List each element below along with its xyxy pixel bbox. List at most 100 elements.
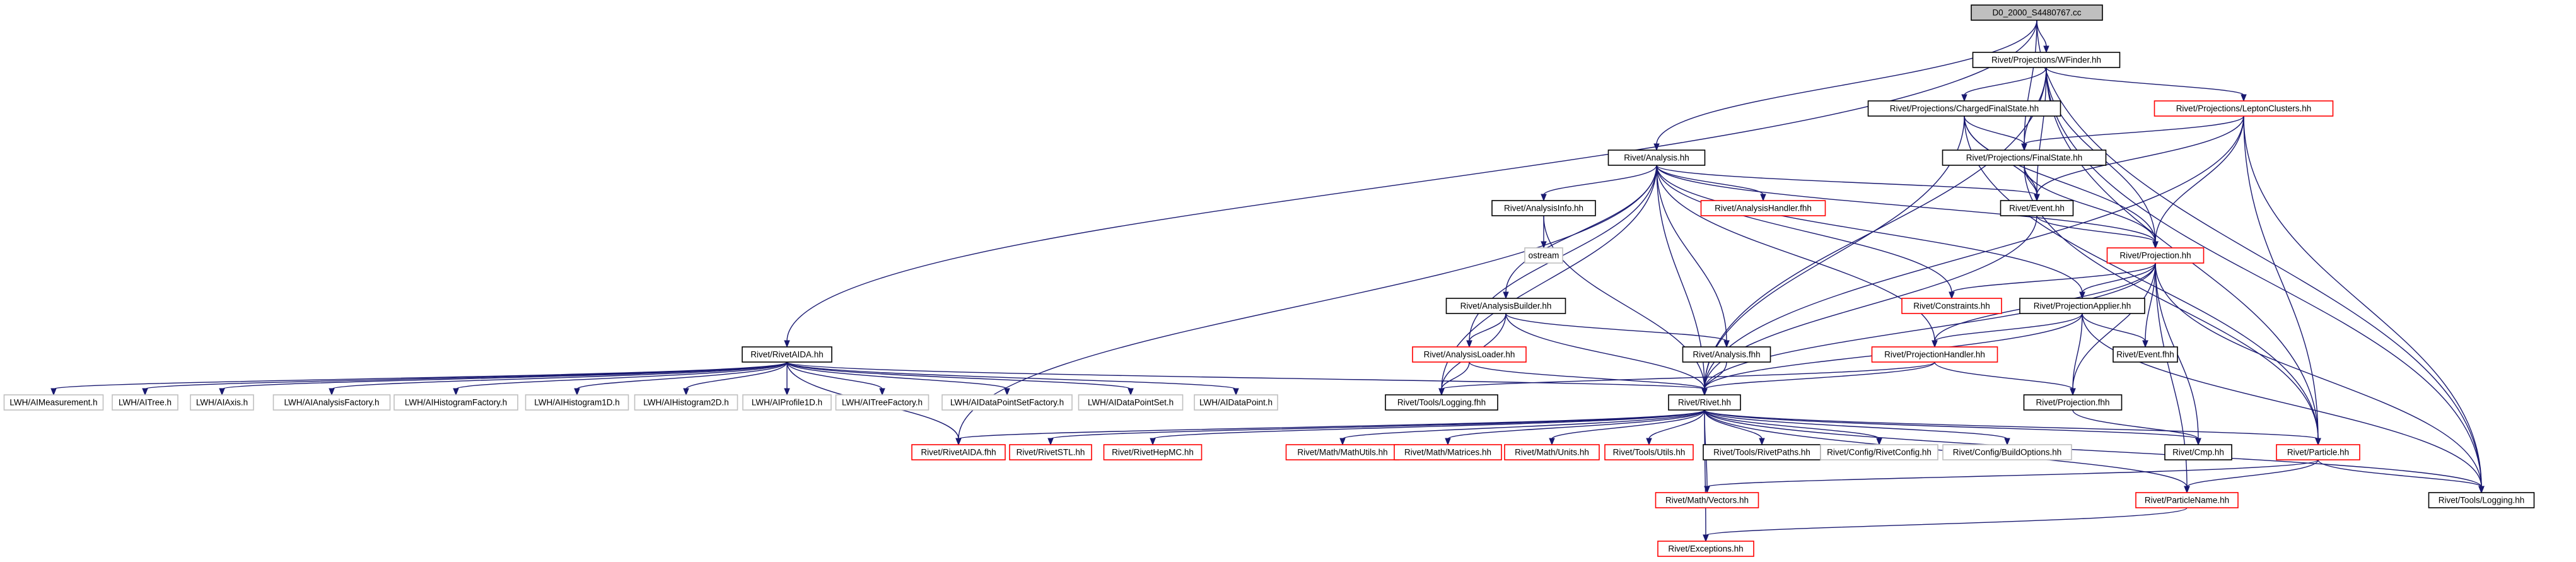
node-particlename[interactable]: Rivet/ParticleName.hh: [2135, 492, 2239, 508]
node-rivetpaths[interactable]: Rivet/Tools/RivetPaths.hh: [1703, 444, 1821, 460]
edge-arrowhead: [1150, 438, 1156, 446]
edge-rivetaida_hh-to-lwh_hf: [453, 361, 788, 396]
node-rivetaida_hh[interactable]: Rivet/RivetAIDA.hh: [742, 346, 832, 363]
node-units[interactable]: Rivet/Math/Units.hh: [1504, 444, 1600, 460]
node-event_fhh[interactable]: Rivet/Event.fhh: [2113, 346, 2178, 363]
node-exceptions[interactable]: Rivet/Exceptions.hh: [1657, 541, 1754, 557]
node-box: [2019, 298, 2145, 314]
edge-arrowhead: [1438, 388, 1445, 396]
node-analysishandler[interactable]: Rivet/AnalysisHandler.fhh: [1700, 200, 1826, 216]
node-lwh_hf[interactable]: LWH/AIHistogramFactory.h: [393, 394, 518, 411]
edge-arrowhead: [2043, 45, 2049, 54]
node-toolslogging_fhh[interactable]: Rivet/Tools/Logging.fhh: [1385, 394, 1498, 411]
edge-rivet_hh-to-matrices: [1445, 409, 1705, 446]
node-lwh_p1[interactable]: LWH/AIProfile1D.h: [742, 394, 832, 411]
node-lwh_h1[interactable]: LWH/AIHistogram1D.h: [525, 394, 629, 411]
node-rivet_hh[interactable]: Rivet/Rivet.hh: [1668, 394, 1741, 411]
node-label: Rivet/Projection.fhh: [2036, 398, 2109, 407]
edge-rivet_hh-to-particle: [1704, 409, 2321, 446]
node-cmp[interactable]: Rivet/Cmp.hh: [2164, 444, 2232, 460]
node-box: [742, 394, 832, 411]
node-rivetaida_fhh[interactable]: Rivet/RivetAIDA.fhh: [911, 444, 1006, 460]
node-mathutils[interactable]: Rivet/Math/MathUtils.hh: [1285, 444, 1400, 460]
node-label: LWH/AIDataPointSet.h: [1088, 398, 1174, 407]
node-chargedfs[interactable]: Rivet/Projections/ChargedFinalState.hh: [1867, 100, 2061, 117]
edge-root-to-rivetaida_hh: [784, 20, 2037, 348]
node-mathvectors[interactable]: Rivet/Math/Vectors.hh: [1655, 492, 1759, 508]
node-constraints[interactable]: Rivet/Constraints.hh: [1901, 298, 2002, 314]
edge-projapplier-to-event_fhh: [2082, 313, 2148, 348]
node-particle[interactable]: Rivet/Particle.hh: [2276, 444, 2360, 460]
node-analysisbuilder[interactable]: Rivet/AnalysisBuilder.hh: [1445, 298, 1566, 314]
edge-rivetaida_hh-to-lwh_dpsf: [786, 361, 1010, 396]
node-box: [1972, 52, 2121, 68]
edge-particle-to-mathvectors: [1704, 459, 2319, 494]
node-lwh_tree[interactable]: LWH/AITree.h: [112, 394, 178, 411]
edge-projection_hh-to-constraints: [1949, 262, 2156, 300]
node-box: [2164, 444, 2232, 460]
node-lwh_dps[interactable]: LWH/AIDataPointSet.h: [1078, 394, 1184, 411]
node-lwh_axis[interactable]: LWH/AIAxis.h: [190, 394, 254, 411]
node-toolsutils[interactable]: Rivet/Tools/Utils.hh: [1604, 444, 1694, 460]
node-label: Rivet/Projections/FinalState.hh: [1966, 153, 2083, 163]
edge-rivetaida_hh-to-rivet_hh: [786, 361, 1708, 396]
node-lwh_h2[interactable]: LWH/AIHistogram2D.h: [634, 394, 738, 411]
node-label: Rivet/RivetAIDA.hh: [750, 350, 824, 360]
node-box: [190, 394, 254, 411]
node-label: Rivet/Tools/Logging.hh: [2439, 496, 2525, 505]
node-label: LWH/AIMeasurement.h: [9, 398, 97, 407]
node-rivethepmc[interactable]: Rivet/RivetHepMC.hh: [1103, 444, 1203, 460]
edge-leptonclusters-to-projection_hh: [2152, 115, 2244, 249]
node-event_hh[interactable]: Rivet/Event.hh: [2000, 200, 2074, 216]
node-lwh_dpsf[interactable]: LWH/AIDataPointSetFactory.h: [941, 394, 1073, 411]
edge-rivet_hh-to-rivetconfig: [1704, 409, 1882, 446]
edge-arrowhead: [1876, 438, 1882, 446]
node-buildoptions[interactable]: Rivet/Config/BuildOptions.hh: [1942, 444, 2072, 460]
node-box: [2276, 444, 2360, 460]
node-rivetconfig[interactable]: Rivet/Config/RivetConfig.hh: [1820, 444, 1938, 460]
edge-rivetaida_hh-to-lwh_tf: [786, 361, 885, 396]
edge-arrowhead: [784, 388, 790, 396]
node-lwh_meas[interactable]: LWH/AIMeasurement.h: [3, 394, 104, 411]
node-box: [1942, 444, 2072, 460]
edge-particle-to-particlename: [2184, 459, 2319, 494]
node-box: [1901, 298, 2002, 314]
node-projection_fhh[interactable]: Rivet/Projection.fhh: [2023, 394, 2123, 411]
nodes-layer: D0_2000_S4480767.ccRivet/Projections/WFi…: [3, 4, 2535, 557]
node-box: [1700, 200, 1826, 216]
node-root[interactable]: D0_2000_S4480767.cc: [1971, 4, 2103, 21]
node-label: Rivet/Tools/RivetPaths.hh: [1713, 448, 1810, 457]
node-projection_hh[interactable]: Rivet/Projection.hh: [2106, 247, 2205, 264]
node-ostream[interactable]: ostream: [1524, 247, 1563, 264]
node-label: LWH/AITree.h: [119, 398, 172, 407]
node-leptonclusters[interactable]: Rivet/Projections/LeptonClusters.hh: [2153, 100, 2334, 117]
node-lwh_dp[interactable]: LWH/AIDataPoint.h: [1194, 394, 1278, 411]
node-label: Rivet/ParticleName.hh: [2145, 496, 2229, 505]
node-box: [1657, 541, 1754, 557]
node-lwh_af[interactable]: LWH/AIAnalysisFactory.h: [272, 394, 391, 411]
node-box: [2023, 394, 2123, 411]
edge-arrowhead: [50, 388, 57, 396]
node-analysis_hh[interactable]: Rivet/Analysis.hh: [1607, 149, 1706, 166]
edge-analysisbuilder-to-analysis_fhh: [1505, 313, 1730, 348]
edge-projapplier-to-projection_fhh: [2070, 313, 2083, 396]
edge-arrowhead: [1932, 340, 1938, 348]
node-analysisloader[interactable]: Rivet/AnalysisLoader.hh: [1412, 346, 1527, 363]
node-analysis_fhh[interactable]: Rivet/Analysis.fhh: [1682, 346, 1771, 363]
node-finalstate[interactable]: Rivet/Projections/FinalState.hh: [1942, 149, 2107, 166]
node-analysisinfo[interactable]: Rivet/AnalysisInfo.hh: [1491, 200, 1596, 216]
node-lwh_tf[interactable]: LWH/AITreeFactory.h: [835, 394, 930, 411]
node-box: [1942, 149, 2107, 166]
node-matrices[interactable]: Rivet/Math/Matrices.hh: [1394, 444, 1502, 460]
node-rivetstl[interactable]: Rivet/RivetSTL.hh: [1009, 444, 1092, 460]
node-box: [1607, 149, 1706, 166]
node-wfinder[interactable]: Rivet/Projections/WFinder.hh: [1972, 52, 2121, 68]
node-projapplier[interactable]: Rivet/ProjectionApplier.hh: [2019, 298, 2145, 314]
edge-analysis_hh-to-event_hh: [1656, 165, 2040, 202]
edge-arrowhead: [1445, 438, 1451, 446]
node-label: LWH/AIHistogramFactory.h: [405, 398, 507, 407]
edge-arrowhead: [453, 388, 459, 396]
node-projhandler[interactable]: Rivet/ProjectionHandler.hh: [1871, 346, 1998, 363]
edge-arrowhead: [1466, 340, 1472, 348]
node-toolslogging_hh[interactable]: Rivet/Tools/Logging.hh: [2428, 492, 2535, 508]
